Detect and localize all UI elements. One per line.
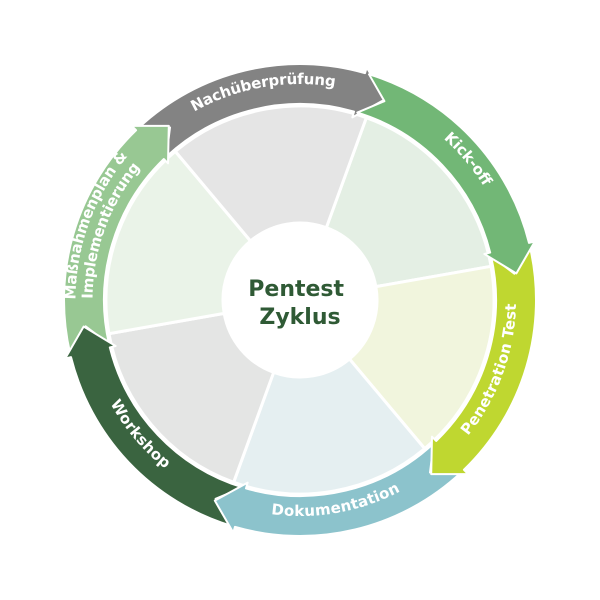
center-title: Pentest Zyklus [248, 277, 351, 330]
sector-6 [173, 104, 369, 244]
sector-4 [107, 311, 276, 485]
phase-arrow-3 [213, 442, 462, 537]
inner-sectors [104, 104, 496, 496]
sector-2 [347, 264, 496, 451]
sector-1 [324, 115, 493, 289]
phase-arrow-1 [356, 73, 536, 275]
center-title-line-2: Zyklus [259, 305, 340, 330]
phase-arrows [63, 63, 537, 537]
phase-arrow-4 [64, 325, 244, 527]
center-circle [223, 223, 377, 377]
phase-arrow-5 [63, 124, 170, 355]
sector-5 [104, 149, 253, 336]
center-title-line-1: Pentest [248, 277, 344, 302]
phase-arrow-2 [430, 245, 537, 476]
phase-arrow-6 [138, 63, 387, 158]
sector-3 [231, 356, 427, 496]
